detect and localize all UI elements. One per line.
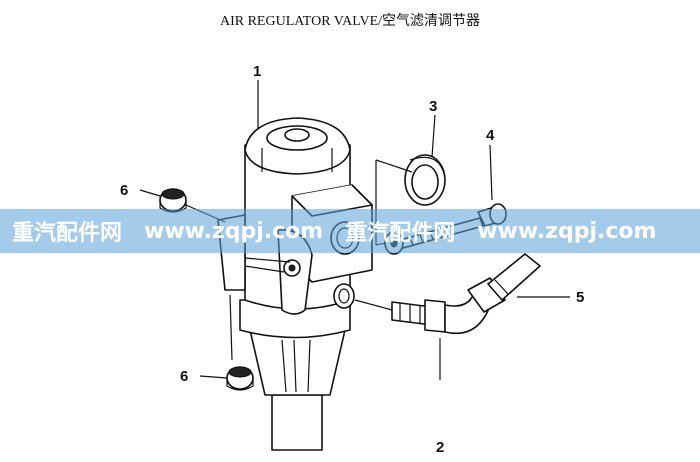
watermark-brand: 重汽配件网 — [345, 221, 456, 246]
plug-lower — [226, 366, 254, 391]
watermark-brand: 重汽配件网 — [12, 221, 123, 246]
callout-2: 2 — [436, 439, 444, 456]
callout-5: 5 — [576, 289, 584, 306]
watermark-url: www.zqpj.com — [144, 218, 324, 244]
callout-6-upper: 6 — [120, 182, 128, 199]
valve-body — [217, 117, 373, 451]
hose — [487, 253, 541, 301]
plug-upper — [159, 188, 187, 213]
callout-3: 3 — [429, 98, 437, 115]
seal-ring — [404, 154, 446, 206]
callout-labels: 1 2 3 4 5 6 6 — [120, 63, 584, 456]
elbow-fitting — [391, 277, 506, 334]
diagram-title: AIR REGULATOR VALVE/空气滤清调节器 — [219, 14, 481, 29]
callout-4: 4 — [486, 127, 495, 144]
watermark-band: 重汽配件网 www.zqpj.com 重汽配件网 www.zqpj.com — [0, 209, 700, 253]
callout-1: 1 — [253, 63, 261, 80]
callout-6-lower: 6 — [180, 368, 188, 385]
watermark-url: www.zqpj.com — [477, 218, 657, 244]
